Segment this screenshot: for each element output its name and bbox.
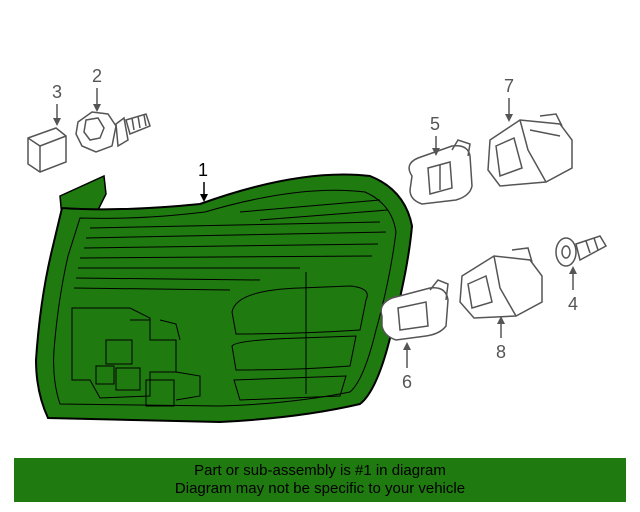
- callout-label-4: 4: [568, 294, 578, 314]
- tail-lamp-assembly[interactable]: [34, 173, 414, 424]
- callout-label-1: 1: [198, 160, 208, 180]
- bulb-part-6[interactable]: [380, 279, 449, 341]
- callout-5: 5: [430, 114, 440, 156]
- callout-label-2: 2: [92, 66, 102, 86]
- callout-label-3: 3: [52, 82, 62, 102]
- socket-part-8[interactable]: [459, 247, 543, 319]
- callout-label-6: 6: [402, 372, 412, 392]
- info-banner: Part or sub-assembly is #1 in diagram Di…: [14, 458, 626, 502]
- clip-nut-part-3[interactable]: [27, 127, 67, 173]
- push-clip-part-4[interactable]: [555, 235, 608, 267]
- socket-part-7[interactable]: [487, 113, 573, 187]
- callout-label-5: 5: [430, 114, 440, 134]
- callout-6: 6: [402, 342, 412, 392]
- callout-1: 1: [198, 160, 208, 202]
- callout-label-8: 8: [496, 342, 506, 362]
- callout-3: 3: [52, 82, 62, 126]
- screw-part-2[interactable]: [75, 111, 151, 153]
- callout-8: 8: [496, 316, 506, 362]
- callout-2: 2: [92, 66, 102, 112]
- callout-4: 4: [568, 266, 578, 314]
- bulb-part-5[interactable]: [408, 139, 473, 205]
- callout-label-7: 7: [504, 76, 514, 96]
- banner-line-1: Part or sub-assembly is #1 in diagram: [194, 462, 446, 479]
- callout-7: 7: [504, 76, 514, 122]
- banner-line-2: Diagram may not be specific to your vehi…: [174, 480, 466, 497]
